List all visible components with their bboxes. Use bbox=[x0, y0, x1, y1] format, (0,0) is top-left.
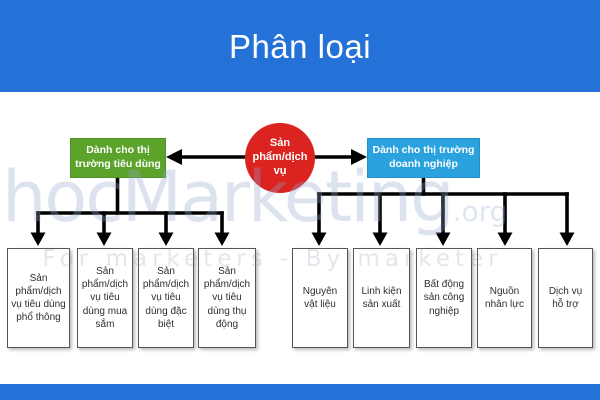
leaf-consumer-mua-sam: Sản phẩm/dịch vụ tiêu dùng mua sắm bbox=[77, 248, 133, 348]
branch-business-label: Dành cho thị trường doanh nghiệp bbox=[372, 144, 475, 170]
leaf-label: Sản phẩm/dịch vụ tiêu dùng phổ thông bbox=[11, 272, 66, 324]
leaf-consumer-thu-dong: Sản phẩm/dịch vụ tiêu dùng thụ động bbox=[198, 248, 256, 348]
leaf-consumer-dac-biet: Sản phẩm/dịch vụ tiêu dùng đặc biệt bbox=[138, 248, 194, 348]
leaf-consumer-pho-thong: Sản phẩm/dịch vụ tiêu dùng phổ thông bbox=[7, 248, 70, 348]
leaf-label: Nguồn nhân lực bbox=[485, 285, 524, 310]
page-title: Phân loại bbox=[228, 28, 372, 65]
header-bar: Phân loại bbox=[0, 0, 600, 92]
leaf-label: Nguyên vật liệu bbox=[302, 285, 338, 310]
leaf-business-nguyen-vat-lieu: Nguyên vật liệu bbox=[292, 248, 348, 348]
branch-consumer-market: Dành cho thị trường tiêu dùng bbox=[70, 138, 166, 178]
leaf-business-bat-dong-san: Bất động sản công nghiệp bbox=[416, 248, 472, 348]
root-node-label: Sản phẩm/dịch vụ bbox=[252, 137, 308, 177]
leaf-business-linh-kien: Linh kiện sản xuất bbox=[353, 248, 410, 348]
leaf-label: Linh kiện sản xuất bbox=[361, 285, 402, 310]
leaf-business-dich-vu-ho-tro: Dịch vụ hỗ trợ bbox=[538, 248, 593, 348]
footer-bar bbox=[0, 384, 600, 400]
leaf-label: Sản phẩm/dịch vụ tiêu dùng mua sắm bbox=[81, 266, 129, 330]
leaf-label: Sản phẩm/dịch vụ tiêu dùng thụ động bbox=[203, 266, 251, 330]
branch-business-market: Dành cho thị trường doanh nghiệp bbox=[367, 138, 480, 178]
root-node-san-pham-dich-vu: Sản phẩm/dịch vụ bbox=[245, 123, 315, 193]
business-tree-connector bbox=[311, 177, 575, 246]
leaf-label: Dịch vụ hỗ trợ bbox=[548, 285, 583, 310]
leaf-business-nguon-nhan-luc: Nguồn nhân lực bbox=[477, 248, 532, 348]
leaf-label: Sản phẩm/dịch vụ tiêu dùng đặc biệt bbox=[142, 266, 190, 330]
consumer-tree-connector bbox=[30, 177, 230, 246]
branch-consumer-label: Dành cho thị trường tiêu dùng bbox=[75, 144, 161, 170]
leaf-label: Bất động sản công nghiệp bbox=[423, 279, 465, 317]
